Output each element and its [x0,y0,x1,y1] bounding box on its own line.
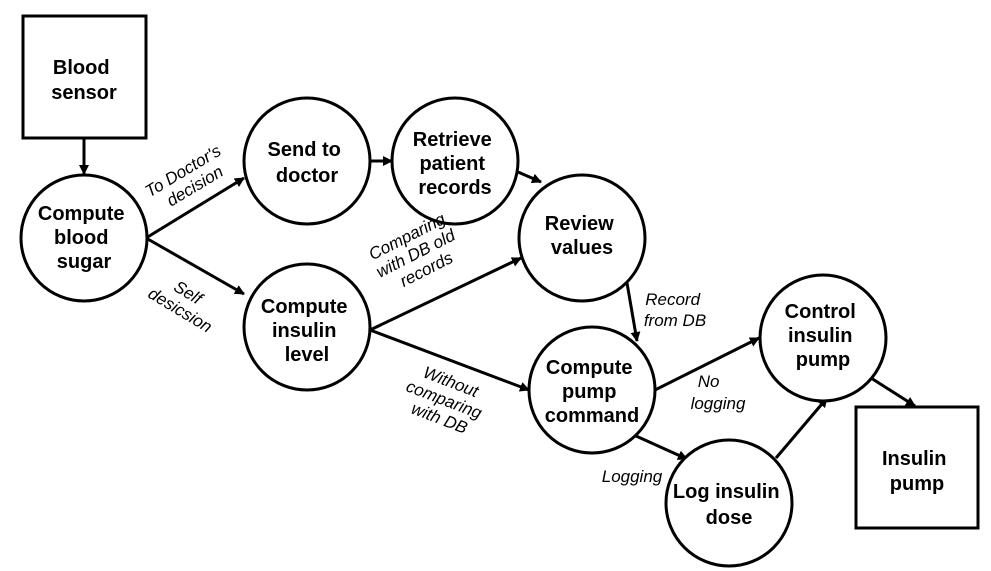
edge-label-no-logging: No logging [691,372,746,413]
edge-label-line: Record [645,290,700,309]
edge-insulin-level-to-pump-command [369,328,530,392]
node-review-values-label: Review values [545,213,620,259]
node-retrieve-patient-records-circle [390,96,520,226]
node-compute-pump-command-label: Compute pump command [545,357,639,427]
edge-pump-command-to-control [654,336,760,392]
edge-blood-sugar-to-insulin-level [145,236,245,296]
edge-label-line: No [698,372,720,391]
edge-blood-sugar-to-send-doctor [145,176,245,240]
node-label-line: sensor [51,82,117,104]
node-label-line: Compute [546,357,633,379]
node-insulin-pump-label: Insulin pump [882,448,952,495]
node-label-line: insulin [272,320,336,342]
node-insulin-pump-box [854,405,980,530]
edge-review-to-pump-command [625,282,641,342]
node-compute-blood-sugar: Compute blood sugar [19,173,149,303]
edge-label-to-doctors-decision: To Doctor's decision [142,139,238,218]
edge-log-to-control [774,397,829,459]
node-log-insulin-dose: Log insulin dose [664,438,794,568]
edges [79,138,916,461]
node-review-values: Review values [517,173,647,303]
node-compute-pump-command: Compute pump command [527,325,657,455]
node-compute-blood-sugar-circle [19,173,149,303]
edge-control-to-insulin-pump [870,376,916,408]
node-compute-insulin-level-label: Compute insulin level [261,296,353,366]
node-blood-sensor-label: Blood sensor [51,57,117,104]
edge-retrieve-to-review [517,170,542,184]
edge-label-line: from DB [644,311,706,330]
node-label-line: values [551,237,613,259]
node-insulin-pump: Insulin pump [854,405,980,530]
edge-label-logging: Logging [602,467,663,486]
edge-pump-command-to-log [635,434,688,461]
node-label-line: Compute [261,296,348,318]
node-label-line: patient [419,153,485,175]
edge-label-record-from-db: Record from DB [644,290,706,330]
node-label-line: Log insulin [673,481,780,503]
node-label-line: Retrieve [413,129,492,151]
node-send-to-doctor: Send to doctor [242,96,372,226]
node-control-insulin-pump-label: Control insulin pump [785,301,862,371]
node-label-line: level [285,344,329,366]
edge-label-line: logging [691,394,746,413]
node-label-line: Control [785,301,856,323]
node-label-line: pump [890,473,944,495]
edge-insulin-level-to-review [369,256,522,332]
node-compute-insulin-level: Compute insulin level [242,262,372,392]
node-label-line: doctor [276,165,338,187]
node-blood-sensor-box [21,14,148,140]
node-label-line: command [545,405,639,427]
node-label-line: pump [796,349,850,371]
node-label-line: Compute [38,203,125,225]
node-label-line: Blood [53,57,110,79]
node-control-insulin-pump: Control insulin pump [758,273,888,403]
node-label-line: insulin [788,325,852,347]
node-compute-insulin-level-circle [242,262,372,392]
edge-label-line: Logging [602,467,663,486]
node-send-to-doctor-label: Send to doctor [268,139,347,187]
node-compute-pump-command-circle [527,325,657,455]
node-retrieve-patient-records: Retrieve patient records [390,96,520,226]
node-label-line: Send to [268,139,341,161]
node-review-values-circle [517,173,647,303]
node-control-insulin-pump-circle [758,273,888,403]
node-retrieve-patient-records-label: Retrieve patient records [413,129,498,199]
node-label-line: Review [545,213,614,235]
node-label-line: records [418,177,491,199]
node-label-line: pump [562,381,616,403]
node-blood-sensor: Blood sensor [21,14,148,140]
node-label-line: sugar [57,251,112,273]
node-send-to-doctor-circle [242,96,372,226]
node-label-line: dose [706,507,753,529]
node-label-line: blood [54,227,108,249]
node-compute-blood-sugar-label: Compute blood sugar [38,203,130,273]
node-label-line: Insulin [882,448,946,470]
node-log-insulin-dose-circle [664,438,794,568]
node-log-insulin-dose-label: Log insulin dose [673,481,785,529]
